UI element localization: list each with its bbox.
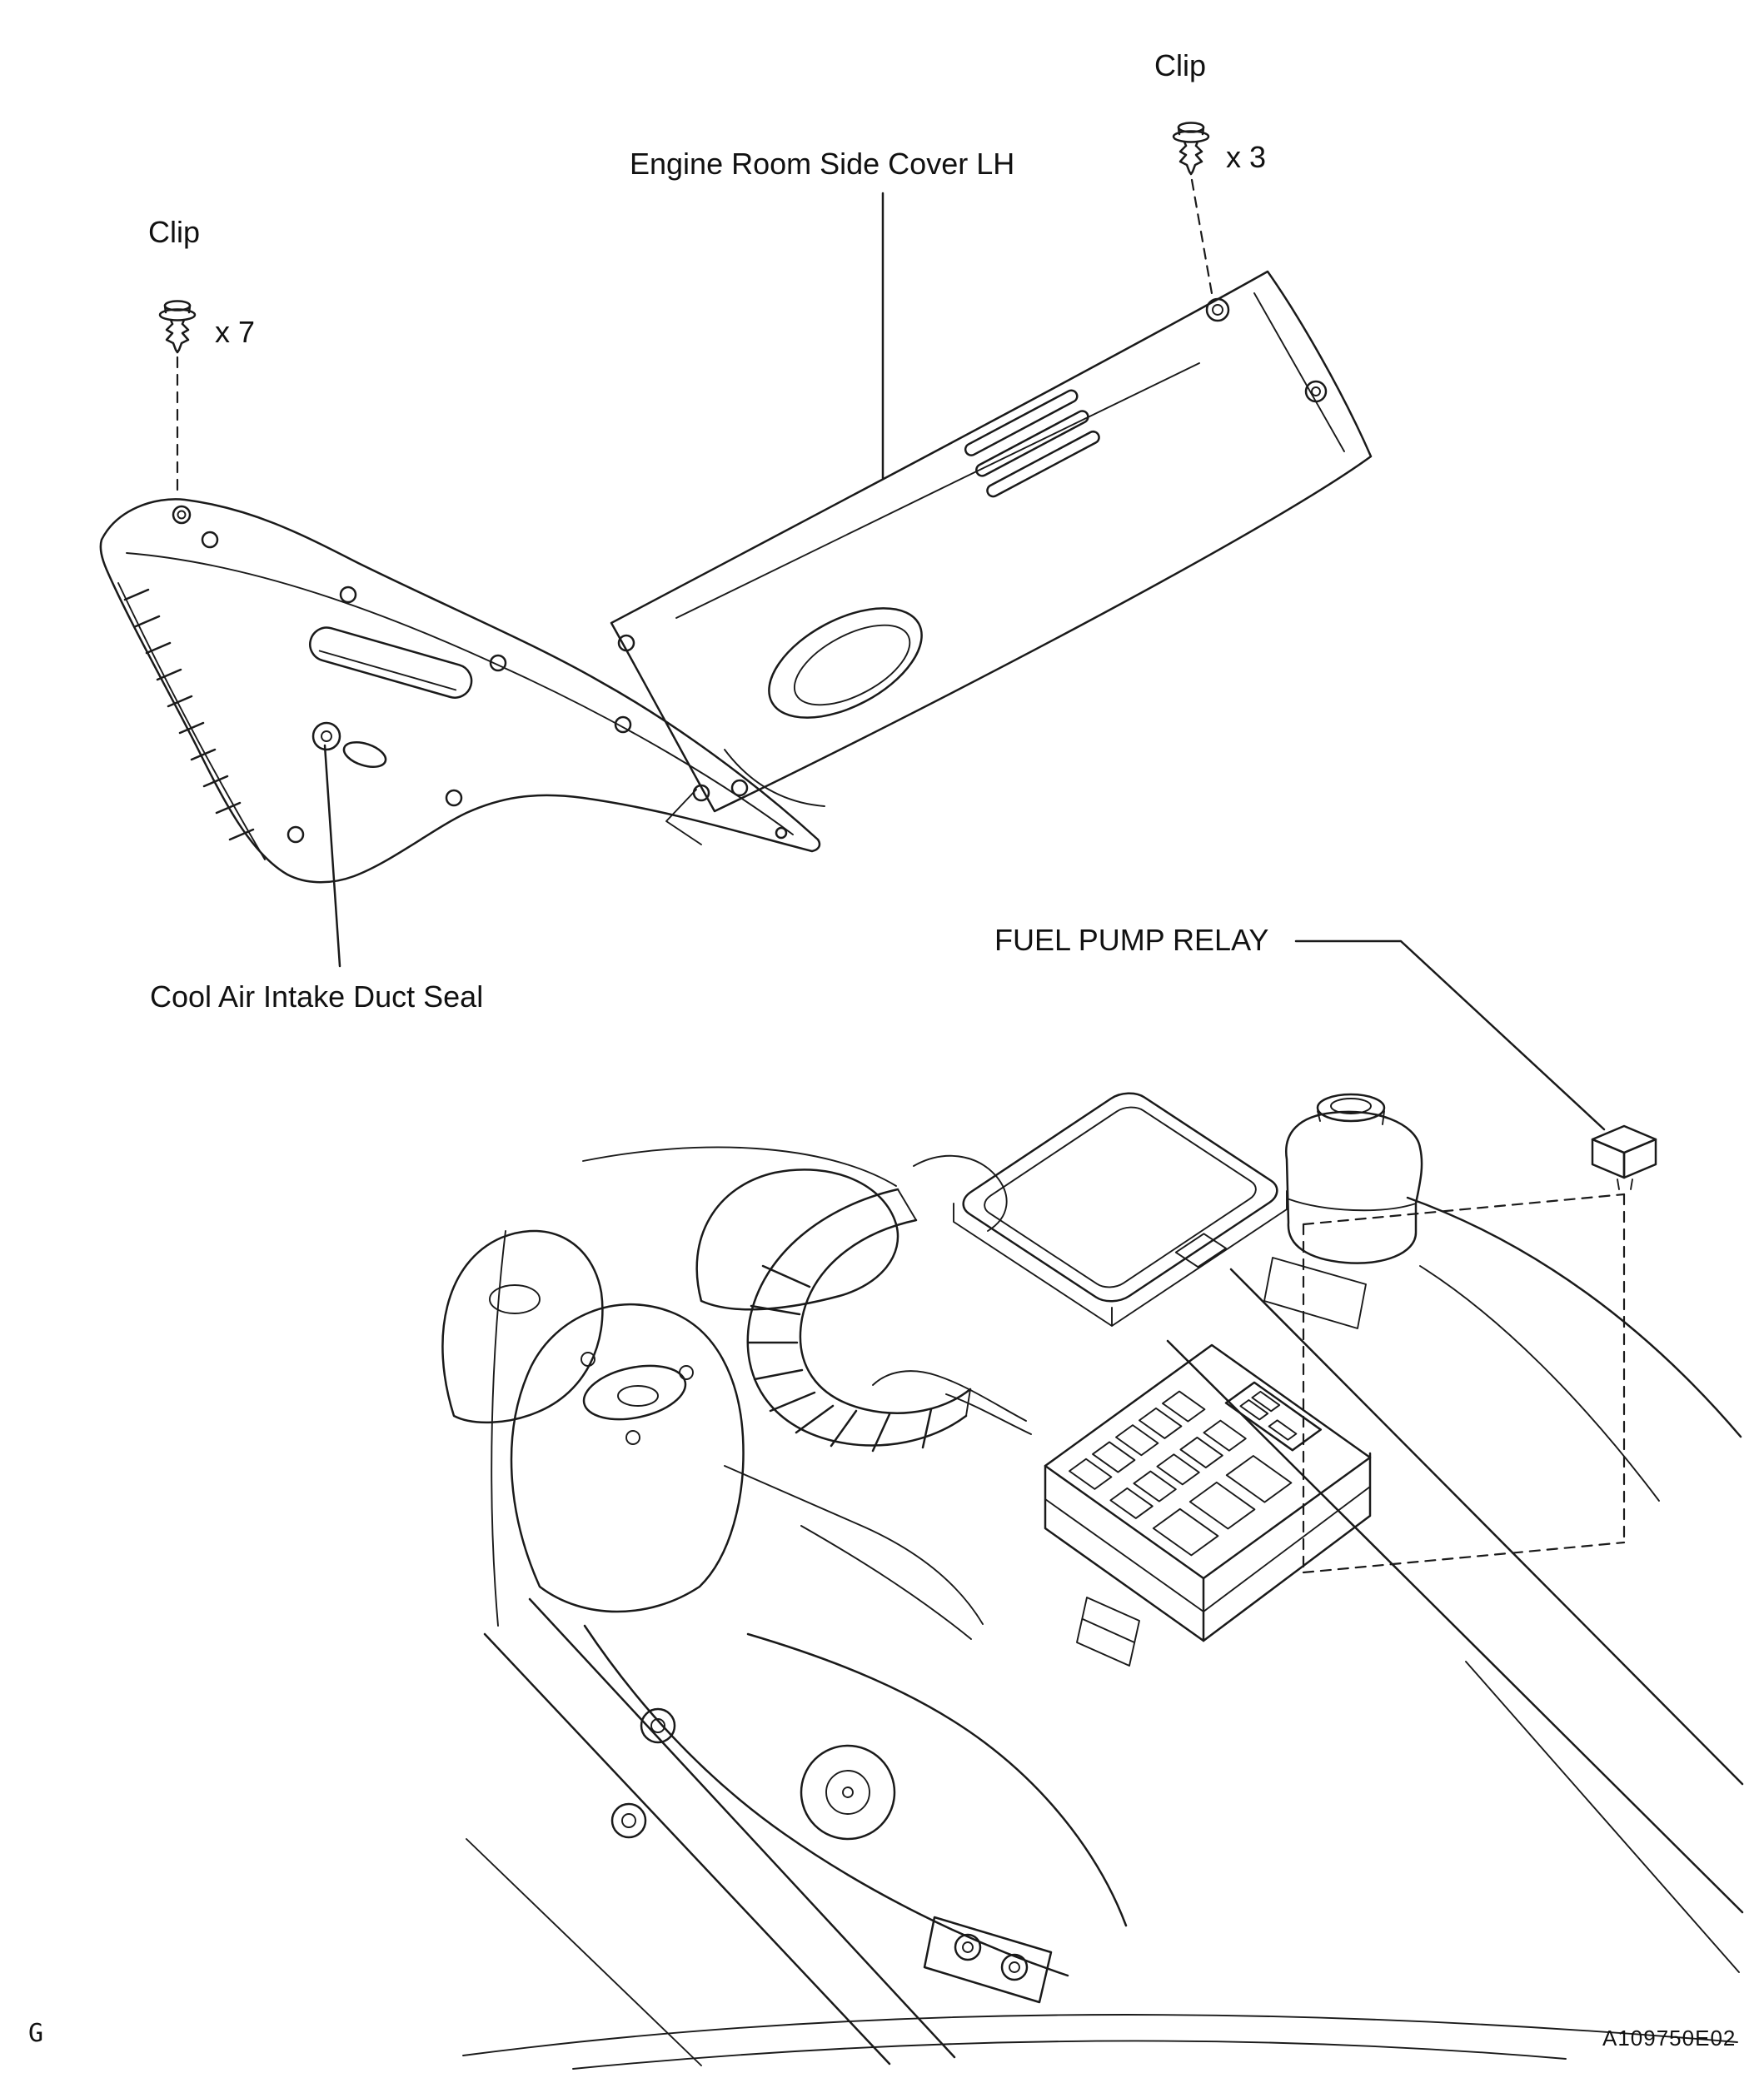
leader-lines <box>323 192 1606 1131</box>
engine-bay-drawing <box>441 1087 1744 2070</box>
fuse-box <box>1045 1345 1370 1666</box>
corrugated-hose <box>746 1188 972 1453</box>
page-mark: G <box>28 2019 44 2048</box>
fender-lines <box>1166 1196 1744 1973</box>
hatch-lines <box>123 588 255 841</box>
engine-room-side-cover-drawing <box>610 270 1373 845</box>
relay-socket <box>1226 1383 1321 1450</box>
clip-left-label: Clip <box>148 215 201 249</box>
clip-left-count: x 7 <box>215 315 256 349</box>
leader-line-relay <box>1294 939 1606 1131</box>
strut-tower <box>510 1303 984 1625</box>
cool-air-intake-duct-seal-label: Cool Air Intake Duct Seal <box>150 979 484 1014</box>
clip-icon <box>158 300 197 354</box>
engine-lower-lines <box>462 1597 1738 2070</box>
fuel-pump-relay-label: FUEL PUMP RELAY <box>994 923 1269 957</box>
clip-icon <box>1172 122 1210 176</box>
cool-air-intake-duct-seal-drawing <box>99 498 821 884</box>
relay-insertion-dashed-lines <box>1302 1193 1626 1574</box>
reservoir <box>1263 1093 1423 1329</box>
fuel-pump-relay-icon <box>1591 1124 1657 1190</box>
engine-bay-shapes <box>441 1146 1032 1640</box>
clip-right-count: x 3 <box>1226 140 1267 174</box>
clip-right-label: Clip <box>1154 48 1207 82</box>
leader-line-duct-seal <box>323 744 341 968</box>
figure-code: A109750E02 <box>1602 2026 1737 2051</box>
fuse-box-lid <box>954 1087 1299 1326</box>
clip-leaders <box>176 178 1214 491</box>
engine-room-side-cover-label: Engine Room Side Cover LH <box>630 147 1015 181</box>
